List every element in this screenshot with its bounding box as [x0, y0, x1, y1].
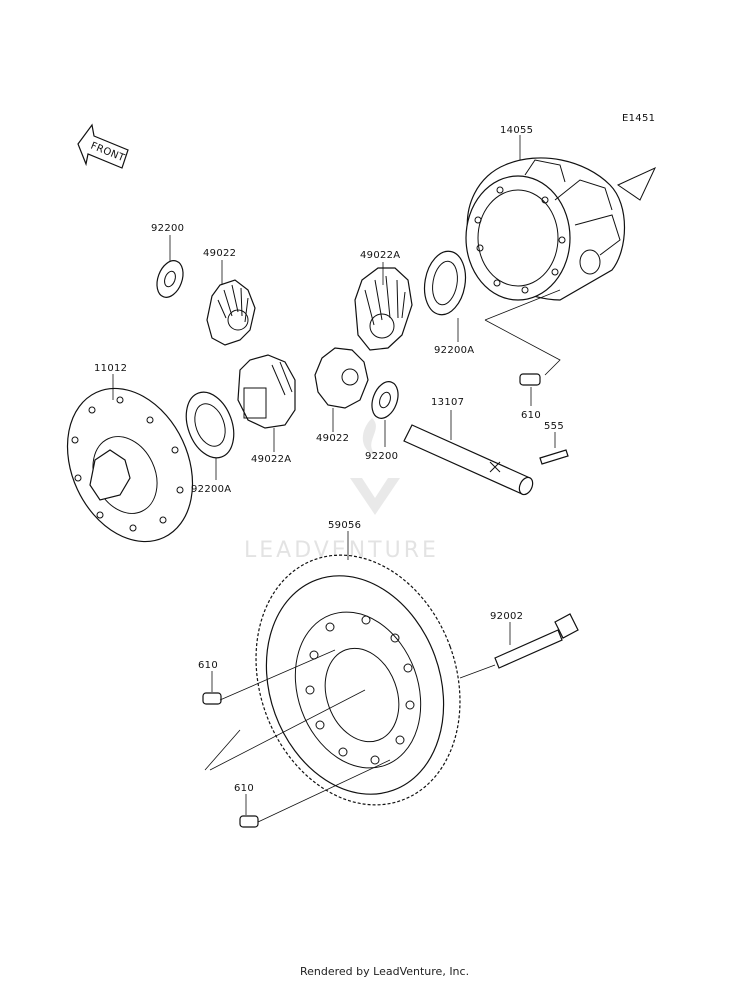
- callout-92200A-right: 92200A: [434, 345, 474, 356]
- callout-610-top: 610: [521, 410, 541, 421]
- callout-92200-mid: 92200: [365, 451, 398, 462]
- callout-59056: 59056: [328, 520, 361, 531]
- pinion-gear-left: [206, 279, 256, 346]
- pinion-gear-lower: [314, 347, 369, 409]
- front-arrow-icon: FRONT: [77, 123, 129, 169]
- thrust-washer-right: [423, 250, 467, 316]
- diagram-code: E1451: [622, 113, 655, 124]
- footer-credit: Rendered by LeadVenture, Inc.: [300, 965, 469, 978]
- washer-mid: [371, 381, 399, 419]
- guide-lines: [204, 289, 561, 823]
- leader-lines: [112, 135, 556, 815]
- dowel-pin-bottom: [239, 815, 259, 828]
- callout-49022A-top: 49022A: [360, 250, 400, 261]
- callout-14055: 14055: [500, 125, 533, 136]
- callout-92200-top: 92200: [151, 223, 184, 234]
- side-gear-top: [354, 267, 413, 351]
- washer-top-left: [156, 260, 184, 298]
- differential-case: [465, 157, 657, 301]
- callout-49022-top: 49022: [203, 248, 236, 259]
- case-cover: [66, 387, 194, 543]
- callout-92002: 92002: [490, 611, 523, 622]
- callout-11012: 11012: [94, 363, 127, 374]
- callout-610-bottom: 610: [234, 783, 254, 794]
- spring-pin: [539, 449, 569, 465]
- callout-92200A-left: 92200A: [191, 484, 231, 495]
- callout-610-mid: 610: [198, 660, 218, 671]
- bolt: [494, 613, 579, 669]
- callout-49022A-lower: 49022A: [251, 454, 291, 465]
- side-gear-lower: [237, 354, 296, 429]
- dowel-pin-mid: [202, 692, 222, 705]
- dowel-pin-top: [519, 373, 541, 386]
- pinion-shaft: [403, 424, 534, 496]
- ring-gear: [255, 554, 461, 806]
- thrust-washer-left: [185, 391, 235, 459]
- callout-555: 555: [544, 421, 564, 432]
- callout-49022-lower: 49022: [316, 433, 349, 444]
- callout-13107: 13107: [431, 397, 464, 408]
- callout-labels: 14055 92200 49022 49022A 92200A 11012 49…: [94, 125, 564, 794]
